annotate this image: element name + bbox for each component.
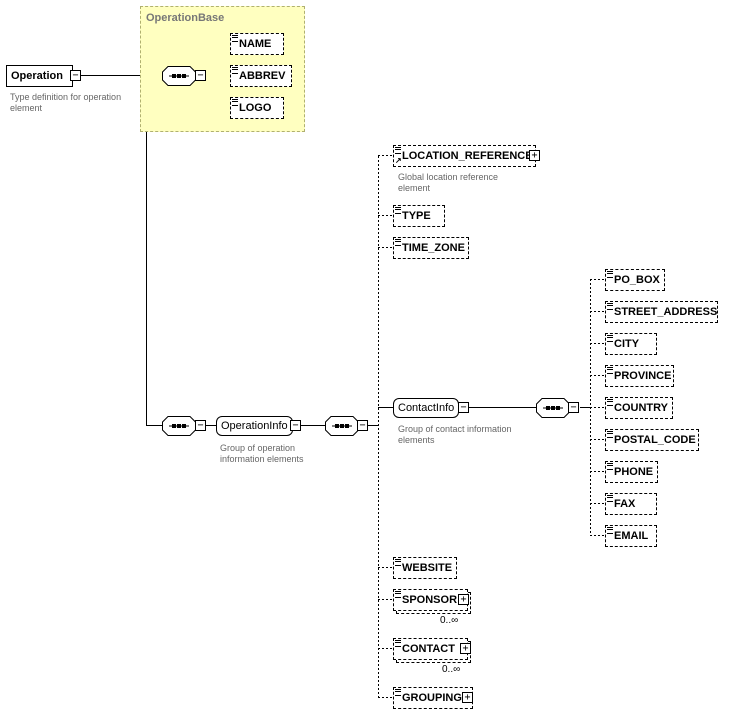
element-icon [607,303,613,310]
operation-info-note: Group of operation information elements [220,443,304,464]
element-icon [607,399,613,406]
element-icon [607,367,613,374]
collapse-icon[interactable]: − [195,70,206,81]
phone-element[interactable]: PHONE [605,461,658,483]
postal-code-element[interactable]: POSTAL_CODE [605,429,699,451]
operation-base-title: OperationBase [146,12,225,24]
collapse-icon[interactable]: − [458,402,469,413]
sequence-icon[interactable] [162,416,196,436]
city-element[interactable]: CITY [605,333,657,355]
reference-arrow-icon: ↗ [395,156,402,165]
country-element[interactable]: COUNTRY [605,397,673,419]
operation-element[interactable]: Operation [6,65,73,87]
element-icon [232,99,238,106]
element-icon [395,147,401,154]
sponsor-cardinality: 0..∞ [440,615,459,626]
element-icon [607,463,613,470]
operation-note: Type definition for operation element [10,92,122,113]
sponsor-element[interactable]: SPONSOR [393,589,468,611]
sequence-icon[interactable] [325,416,359,436]
collapse-icon[interactable]: − [290,420,301,431]
sequence-icon[interactable] [536,398,570,418]
expand-icon[interactable]: + [529,150,540,161]
element-icon [395,689,401,696]
element-icon [607,495,613,502]
fax-element[interactable]: FAX [605,493,657,515]
element-icon [607,335,613,342]
collapse-icon[interactable]: − [70,70,81,81]
expand-icon[interactable]: + [460,643,471,654]
element-icon [607,271,613,278]
collapse-icon[interactable]: − [195,420,206,431]
sequence-icon[interactable] [162,66,196,86]
abbrev-element[interactable]: ABBREV [230,65,292,87]
element-icon [395,640,401,647]
element-icon [395,207,401,214]
contact-cardinality: 0..∞ [442,664,461,675]
operation-info-group[interactable]: OperationInfo [216,416,293,436]
contact-element[interactable]: CONTACT [393,638,468,660]
expand-icon[interactable]: + [462,692,473,703]
collapse-icon[interactable]: − [357,420,368,431]
element-icon [232,67,238,74]
element-icon [607,527,613,534]
website-element[interactable]: WEBSITE [393,557,457,579]
element-icon [395,591,401,598]
expand-icon[interactable]: + [458,594,469,605]
street-address-element[interactable]: STREET_ADDRESS [605,301,718,323]
po-box-element[interactable]: PO_BOX [605,269,665,291]
element-icon [232,35,238,42]
element-icon [395,559,401,566]
logo-element[interactable]: LOGO [230,97,284,119]
element-icon [607,431,613,438]
email-element[interactable]: EMAIL [605,525,657,547]
contact-info-group[interactable]: ContactInfo [393,398,459,418]
location-reference-note: Global location reference element [398,172,499,193]
grouping-element[interactable]: GROUPING [393,687,473,709]
type-element[interactable]: TYPE [393,205,445,227]
contact-info-note: Group of contact information elements [398,424,512,445]
province-element[interactable]: PROVINCE [605,365,674,387]
operation-label: Operation [11,70,63,82]
name-element[interactable]: NAME [230,33,284,55]
location-reference-element[interactable]: ↗ LOCATION_REFERENCE [393,145,536,167]
time-zone-element[interactable]: TIME_ZONE [393,237,469,259]
collapse-icon[interactable]: − [568,402,579,413]
element-icon [395,239,401,246]
